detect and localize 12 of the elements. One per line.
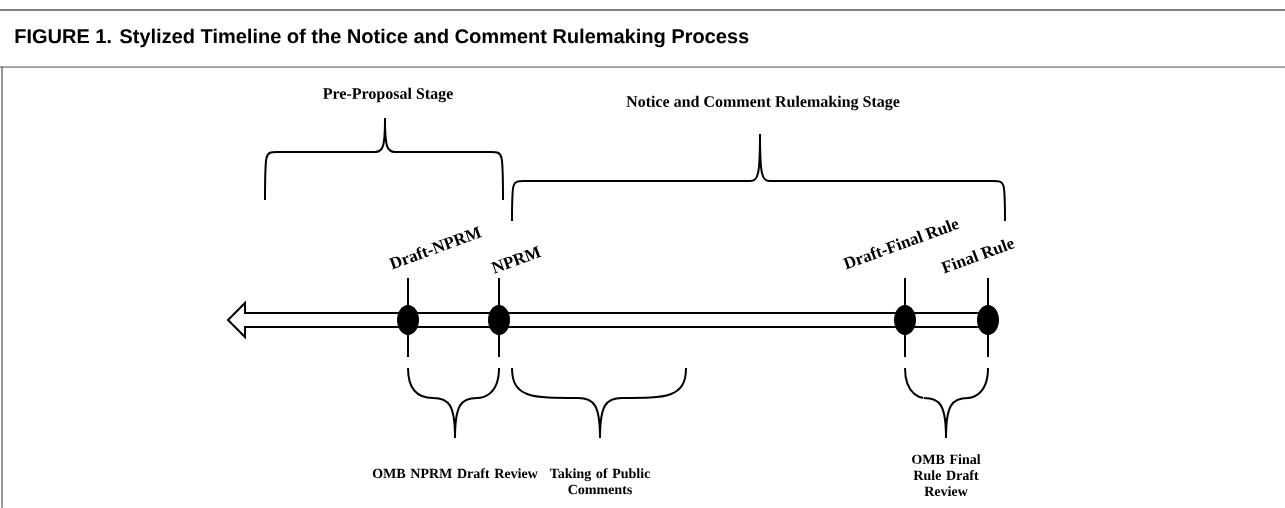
milestone-dot — [977, 305, 999, 335]
milestone-dot — [894, 305, 916, 335]
milestone-label: Final Rule — [940, 239, 1015, 274]
stage-label: Notice and Comment Rulemaking Stage — [626, 95, 900, 111]
stage-label: Pre-Proposal Stage — [323, 87, 453, 103]
figure-title: FIGURE 1. Stylized Timeline of the Notice and Comment Rulemaking Process — [15, 28, 749, 48]
period-label: Taking of Public Comments — [549, 468, 650, 495]
milestone-dot — [397, 305, 419, 335]
milestone-dot — [488, 305, 510, 335]
period-label: OMB Final Rule Draft Review — [912, 454, 981, 497]
milestone-label: NPRM — [490, 246, 542, 274]
period-label: OMB NPRM Draft Review — [372, 468, 538, 479]
